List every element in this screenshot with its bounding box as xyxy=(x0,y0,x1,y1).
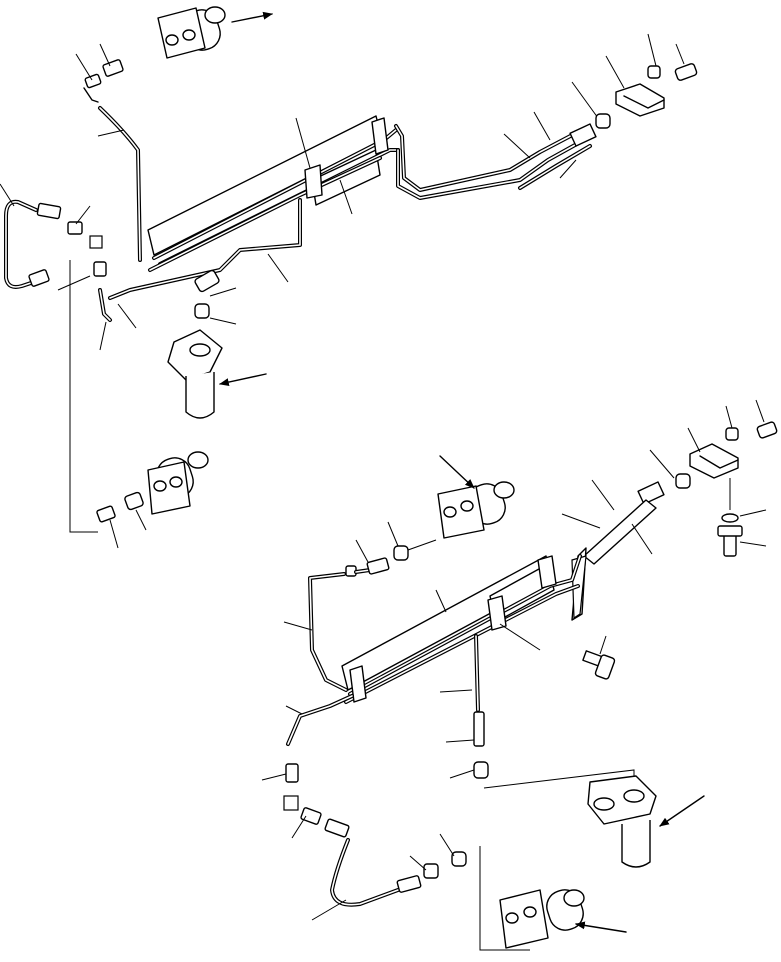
upper-elbow-fitting xyxy=(83,59,124,103)
upper-top-flange xyxy=(157,6,226,59)
lower-top-left-fittings xyxy=(345,545,409,577)
upper-manifold-plate xyxy=(147,115,400,272)
leader-arrow xyxy=(439,455,475,489)
leader-arrow xyxy=(219,373,267,386)
lower-bracket xyxy=(571,499,657,621)
upper-right-block xyxy=(569,63,698,147)
lower-right-block xyxy=(637,421,778,557)
lower-bottom-flange xyxy=(499,889,585,949)
lower-assembly xyxy=(261,399,778,951)
upper-bottom-flange xyxy=(167,269,237,419)
lower-left-fittings xyxy=(261,763,350,839)
leader-arrow xyxy=(659,795,705,827)
lower-right-flange xyxy=(587,775,657,868)
lower-manifold-plate xyxy=(341,554,582,704)
upper-assembly xyxy=(0,6,698,549)
lower-hose xyxy=(330,838,467,907)
leader-arrow xyxy=(575,921,627,933)
middle-left-flange xyxy=(96,451,209,523)
upper-left-hose xyxy=(4,199,107,289)
lower-bolt xyxy=(582,635,616,680)
lower-mid-flange xyxy=(437,481,515,539)
lower-center-fittings xyxy=(445,711,489,779)
leader-arrow xyxy=(231,11,273,23)
